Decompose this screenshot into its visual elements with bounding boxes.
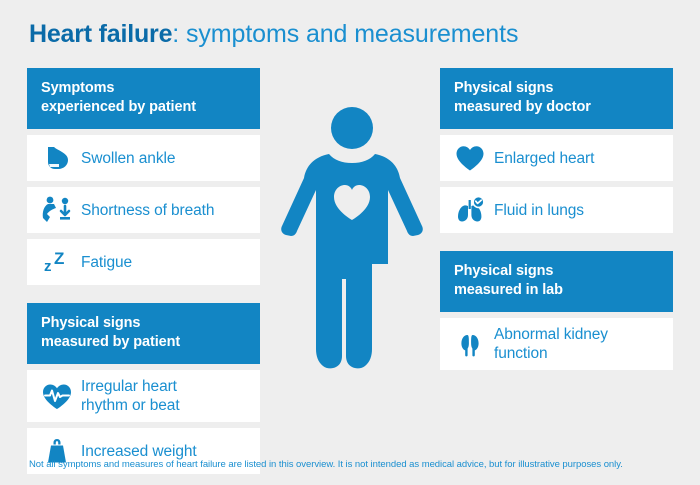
shortness-of-breath-icon: [39, 194, 75, 226]
list-item-label-line-1: Abnormal kidney: [494, 326, 608, 343]
list-item-shortness-of-breath[interactable]: Shortness of breath: [27, 187, 260, 233]
section-header: Physical signs measured by doctor: [440, 68, 673, 129]
list-item-label-line-1: Fluid in lungs: [494, 201, 584, 219]
list-item-increased-weight[interactable]: Increased weight: [27, 428, 260, 474]
list-item-label-line-1: Increased weight: [81, 442, 197, 460]
list-item-irregular-heart-rhythm[interactable]: Irregular heart rhythm or beat: [27, 370, 260, 422]
section-header-line-2: experienced by patient: [41, 99, 196, 115]
section-physical-signs-measured-by-doctor: Physical signs measured by doctor Enlarg…: [440, 68, 673, 233]
list-item-swollen-ankle[interactable]: Swollen ankle: [27, 135, 260, 181]
figure-head: [331, 107, 373, 149]
list-item-label: Enlarged heart: [494, 149, 594, 168]
list-item-label-line-1: Swollen ankle: [81, 149, 176, 167]
section-header-line-2: measured in lab: [454, 282, 563, 298]
fluid-in-lungs-icon: [452, 194, 488, 226]
section-physical-signs-measured-in-lab: Physical signs measured in lab Abnormal …: [440, 251, 673, 370]
list-item-enlarged-heart[interactable]: Enlarged heart: [440, 135, 673, 181]
swollen-ankle-icon: [39, 142, 75, 174]
svg-text:Z: Z: [54, 249, 64, 268]
list-item-label: Swollen ankle: [81, 149, 175, 168]
section-physical-signs-measured-by-patient: Physical signs measured by patient Irreg…: [27, 303, 260, 474]
list-item-label-line-1: Enlarged heart: [494, 149, 595, 167]
section-header-line-1: Symptoms: [41, 80, 115, 96]
right-column: Physical signs measured by doctor Enlarg…: [440, 68, 673, 370]
figure-body: [281, 154, 423, 369]
list-item-label-line-2: function: [494, 345, 548, 362]
section-header-line-1: Physical signs: [41, 315, 141, 331]
section-header-line-2: measured by doctor: [454, 99, 591, 115]
footer-disclaimer: Not all symptoms and measures of heart f…: [29, 459, 623, 470]
page-title-strong: Heart failure: [29, 20, 173, 48]
kidney-icon: [452, 328, 488, 360]
list-item-label: Irregular heart rhythm or beat: [81, 377, 180, 415]
left-column: Symptoms experienced by patient Swollen …: [27, 68, 260, 474]
heart-shape: [334, 185, 370, 220]
list-item-label: Abnormal kidney function: [494, 325, 608, 363]
list-item-label: Increased weight: [81, 442, 197, 461]
section-header-line-1: Physical signs: [454, 80, 554, 96]
list-item-label: Shortness of breath: [81, 201, 214, 220]
list-item-label: Fluid in lungs: [494, 201, 584, 220]
svg-text:z: z: [44, 258, 52, 275]
fatigue-zzz-icon: z Z: [39, 246, 75, 278]
section-header-line-2: measured by patient: [41, 334, 181, 350]
section-header-line-1: Physical signs: [454, 263, 554, 279]
list-item-abnormal-kidney-function[interactable]: Abnormal kidney function: [440, 318, 673, 370]
enlarged-heart-icon: [452, 142, 488, 174]
list-item-label-line-1: Irregular heart: [81, 378, 177, 395]
section-header: Symptoms experienced by patient: [27, 68, 260, 129]
section-header: Physical signs measured in lab: [440, 251, 673, 312]
list-item-fluid-in-lungs[interactable]: Fluid in lungs: [440, 187, 673, 233]
list-item-label: Fatigue: [81, 253, 132, 272]
list-item-label-line-2: rhythm or beat: [81, 397, 180, 414]
list-item-fatigue[interactable]: z Z Fatigue: [27, 239, 260, 285]
page-title-rest: : symptoms and measurements: [172, 20, 519, 48]
weight-icon: [39, 435, 75, 467]
list-item-label-line-1: Fatigue: [81, 253, 132, 271]
page-title: Heart failure: symptoms and measurements: [29, 19, 518, 49]
human-body-figure: [272, 104, 432, 379]
heart-rhythm-icon: [39, 380, 75, 412]
section-header: Physical signs measured by patient: [27, 303, 260, 364]
section-symptoms-experienced-by-patient: Symptoms experienced by patient Swollen …: [27, 68, 260, 285]
list-item-label-line-1: Shortness of breath: [81, 201, 215, 219]
